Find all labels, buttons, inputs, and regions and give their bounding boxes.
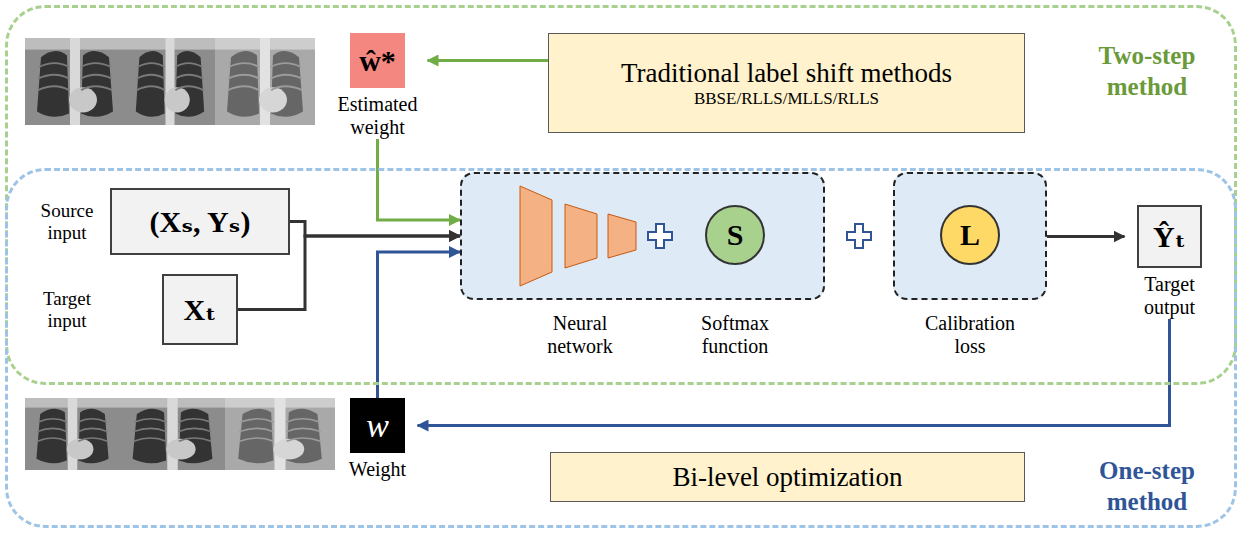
estimated-weight-box: ŵ* Estimated weight	[328, 33, 428, 139]
source-input-box: Source input (Xₛ, Yₛ)	[28, 188, 290, 255]
component-caption: Neural network	[530, 312, 630, 358]
input-box: Xₜ	[162, 274, 238, 345]
node-shape: ŵ*	[350, 33, 405, 88]
symbol-text: w	[366, 409, 389, 443]
node-caption: Weight	[338, 458, 418, 481]
circle-letter: L	[960, 220, 980, 250]
input-box: (Xₛ, Yₛ)	[110, 188, 290, 255]
one-step-region: One-step method Source input (Xₛ, Yₛ) Targe…	[5, 168, 1237, 528]
method-box: Traditional label shift methodsBBSE/RLLS…	[548, 33, 1025, 133]
flow-arrow	[418, 319, 1170, 426]
panel-fill	[893, 172, 1047, 300]
xray-haze	[225, 398, 335, 470]
xray-haze	[215, 38, 315, 125]
xray-image	[25, 38, 125, 125]
network-layers	[520, 186, 636, 286]
xray-image	[225, 398, 335, 470]
method-heading: Two-step method	[1082, 40, 1212, 103]
method-shape: Bi-level optimization	[550, 452, 1025, 502]
box-subtitle: BBSE/RLLS/MLLS/RLLS	[694, 89, 879, 109]
loss-circle: L	[940, 205, 1000, 265]
panel-fill	[460, 172, 825, 300]
node-shape: w	[350, 398, 405, 453]
box-title: Traditional label shift methods	[621, 57, 952, 89]
target-output-box: ŶₜTarget output	[1125, 205, 1215, 319]
method-shape: Traditional label shift methodsBBSE/RLLS…	[548, 33, 1025, 133]
math-symbol: (Xₛ, Yₛ)	[150, 204, 251, 239]
flow-arrow	[378, 252, 461, 398]
method-heading: One-step method	[1082, 455, 1212, 518]
xray-image	[125, 38, 215, 125]
plus-symbol	[847, 224, 871, 248]
circle-letter: S	[727, 220, 744, 250]
optimization-box: Bi-level optimization	[550, 452, 1025, 502]
component-caption: Calibration loss	[915, 312, 1025, 358]
box-title: Bi-level optimization	[672, 461, 902, 493]
circle-shape: L	[940, 205, 1000, 265]
math-symbol: Xₜ	[184, 292, 217, 327]
network-panel: Neural network Softmax function S	[460, 172, 825, 372]
xray-image	[120, 398, 225, 470]
xray-image	[25, 398, 120, 470]
input-caption: Source input	[28, 200, 106, 244]
calibration-panel: Calibration loss L	[893, 172, 1047, 372]
node-caption: Target output	[1125, 273, 1215, 319]
dashed-panel	[460, 172, 825, 300]
weight-box: wWeight	[338, 398, 418, 481]
node-caption: Estimated weight	[328, 93, 428, 139]
input-caption: Target input	[28, 288, 106, 332]
symbol-text: Ŷₜ	[1153, 222, 1186, 252]
plus-symbol	[648, 224, 672, 248]
flow-arrow	[428, 59, 549, 62]
xray-image	[215, 38, 315, 125]
symbol-text: ŵ*	[359, 46, 396, 76]
flow-arrow	[378, 139, 461, 220]
node-shape: Ŷₜ	[1137, 205, 1202, 268]
circle-shape: S	[705, 205, 765, 265]
component-caption: Softmax function	[685, 312, 785, 358]
softmax-circle: S	[705, 205, 765, 265]
flow-arrow	[290, 222, 460, 237]
target-input-box: Target input Xₜ	[28, 274, 238, 345]
flow-arrow	[1047, 235, 1125, 238]
